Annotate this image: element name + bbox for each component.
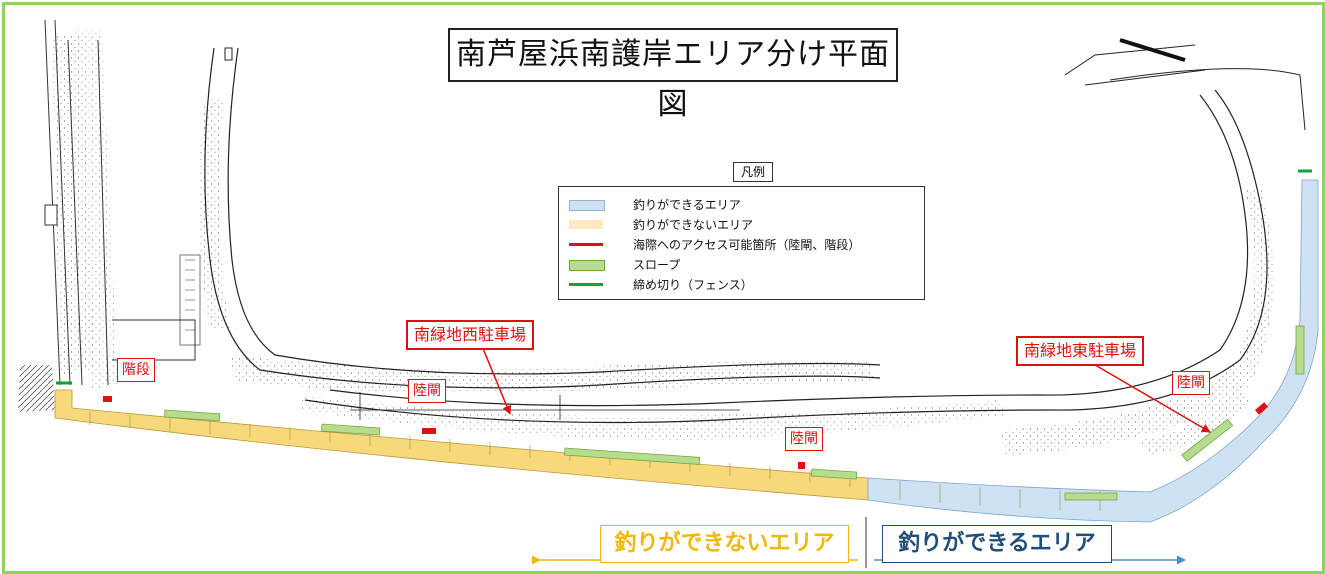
legend: 釣りができるエリア 釣りができないエリア 海際へのアクセス可能箇所（陸閘、階段）… <box>558 186 925 300</box>
legend-item-fishing-area: 釣りができるエリア <box>559 195 924 215</box>
legend-label: 釣りができるエリア <box>633 198 741 212</box>
legend-swatch-fishing <box>569 200 605 211</box>
stairs-label: 階段 <box>117 358 155 382</box>
legend-label: 釣りができないエリア <box>633 218 754 232</box>
legend-swatch-fence <box>569 283 603 286</box>
no-fishing-area-label: 釣りができないエリア <box>600 525 849 563</box>
gate-label-west: 陸閘 <box>408 379 446 403</box>
legend-item-slope: スロープ <box>559 255 924 275</box>
gate-label-center: 陸閘 <box>785 427 823 451</box>
west-parking-label: 南緑地西駐車場 <box>406 320 535 350</box>
legend-label: 締め切り（フェンス） <box>633 278 753 292</box>
east-parking-label: 南緑地東駐車場 <box>1016 336 1145 366</box>
legend-label: スロープ <box>633 258 681 272</box>
seawall-zones <box>54 169 1319 523</box>
legend-swatch-no-fishing <box>569 220 603 229</box>
map-title: 南芦屋浜南護岸エリア分け平面図 <box>448 28 898 122</box>
gate-label-east: 陸閘 <box>1172 371 1210 395</box>
harbour-road <box>204 38 1306 424</box>
legend-item-access-point: 海際へのアクセス可能箇所（陸閘、階段） <box>559 235 924 255</box>
legend-title: 凡例 <box>733 162 773 182</box>
legend-item-fence: 締め切り（フェンス） <box>559 275 924 295</box>
legend-swatch-slope <box>569 260 605 271</box>
callout-leaders <box>481 345 1211 433</box>
legend-swatch-access <box>569 243 603 246</box>
fishing-area-label: 釣りができるエリア <box>882 525 1112 563</box>
legend-label: 海際へのアクセス可能箇所（陸閘、階段） <box>633 238 861 252</box>
legend-item-no-fishing-area: 釣りができないエリア <box>559 215 924 235</box>
west-pier <box>44 19 201 386</box>
